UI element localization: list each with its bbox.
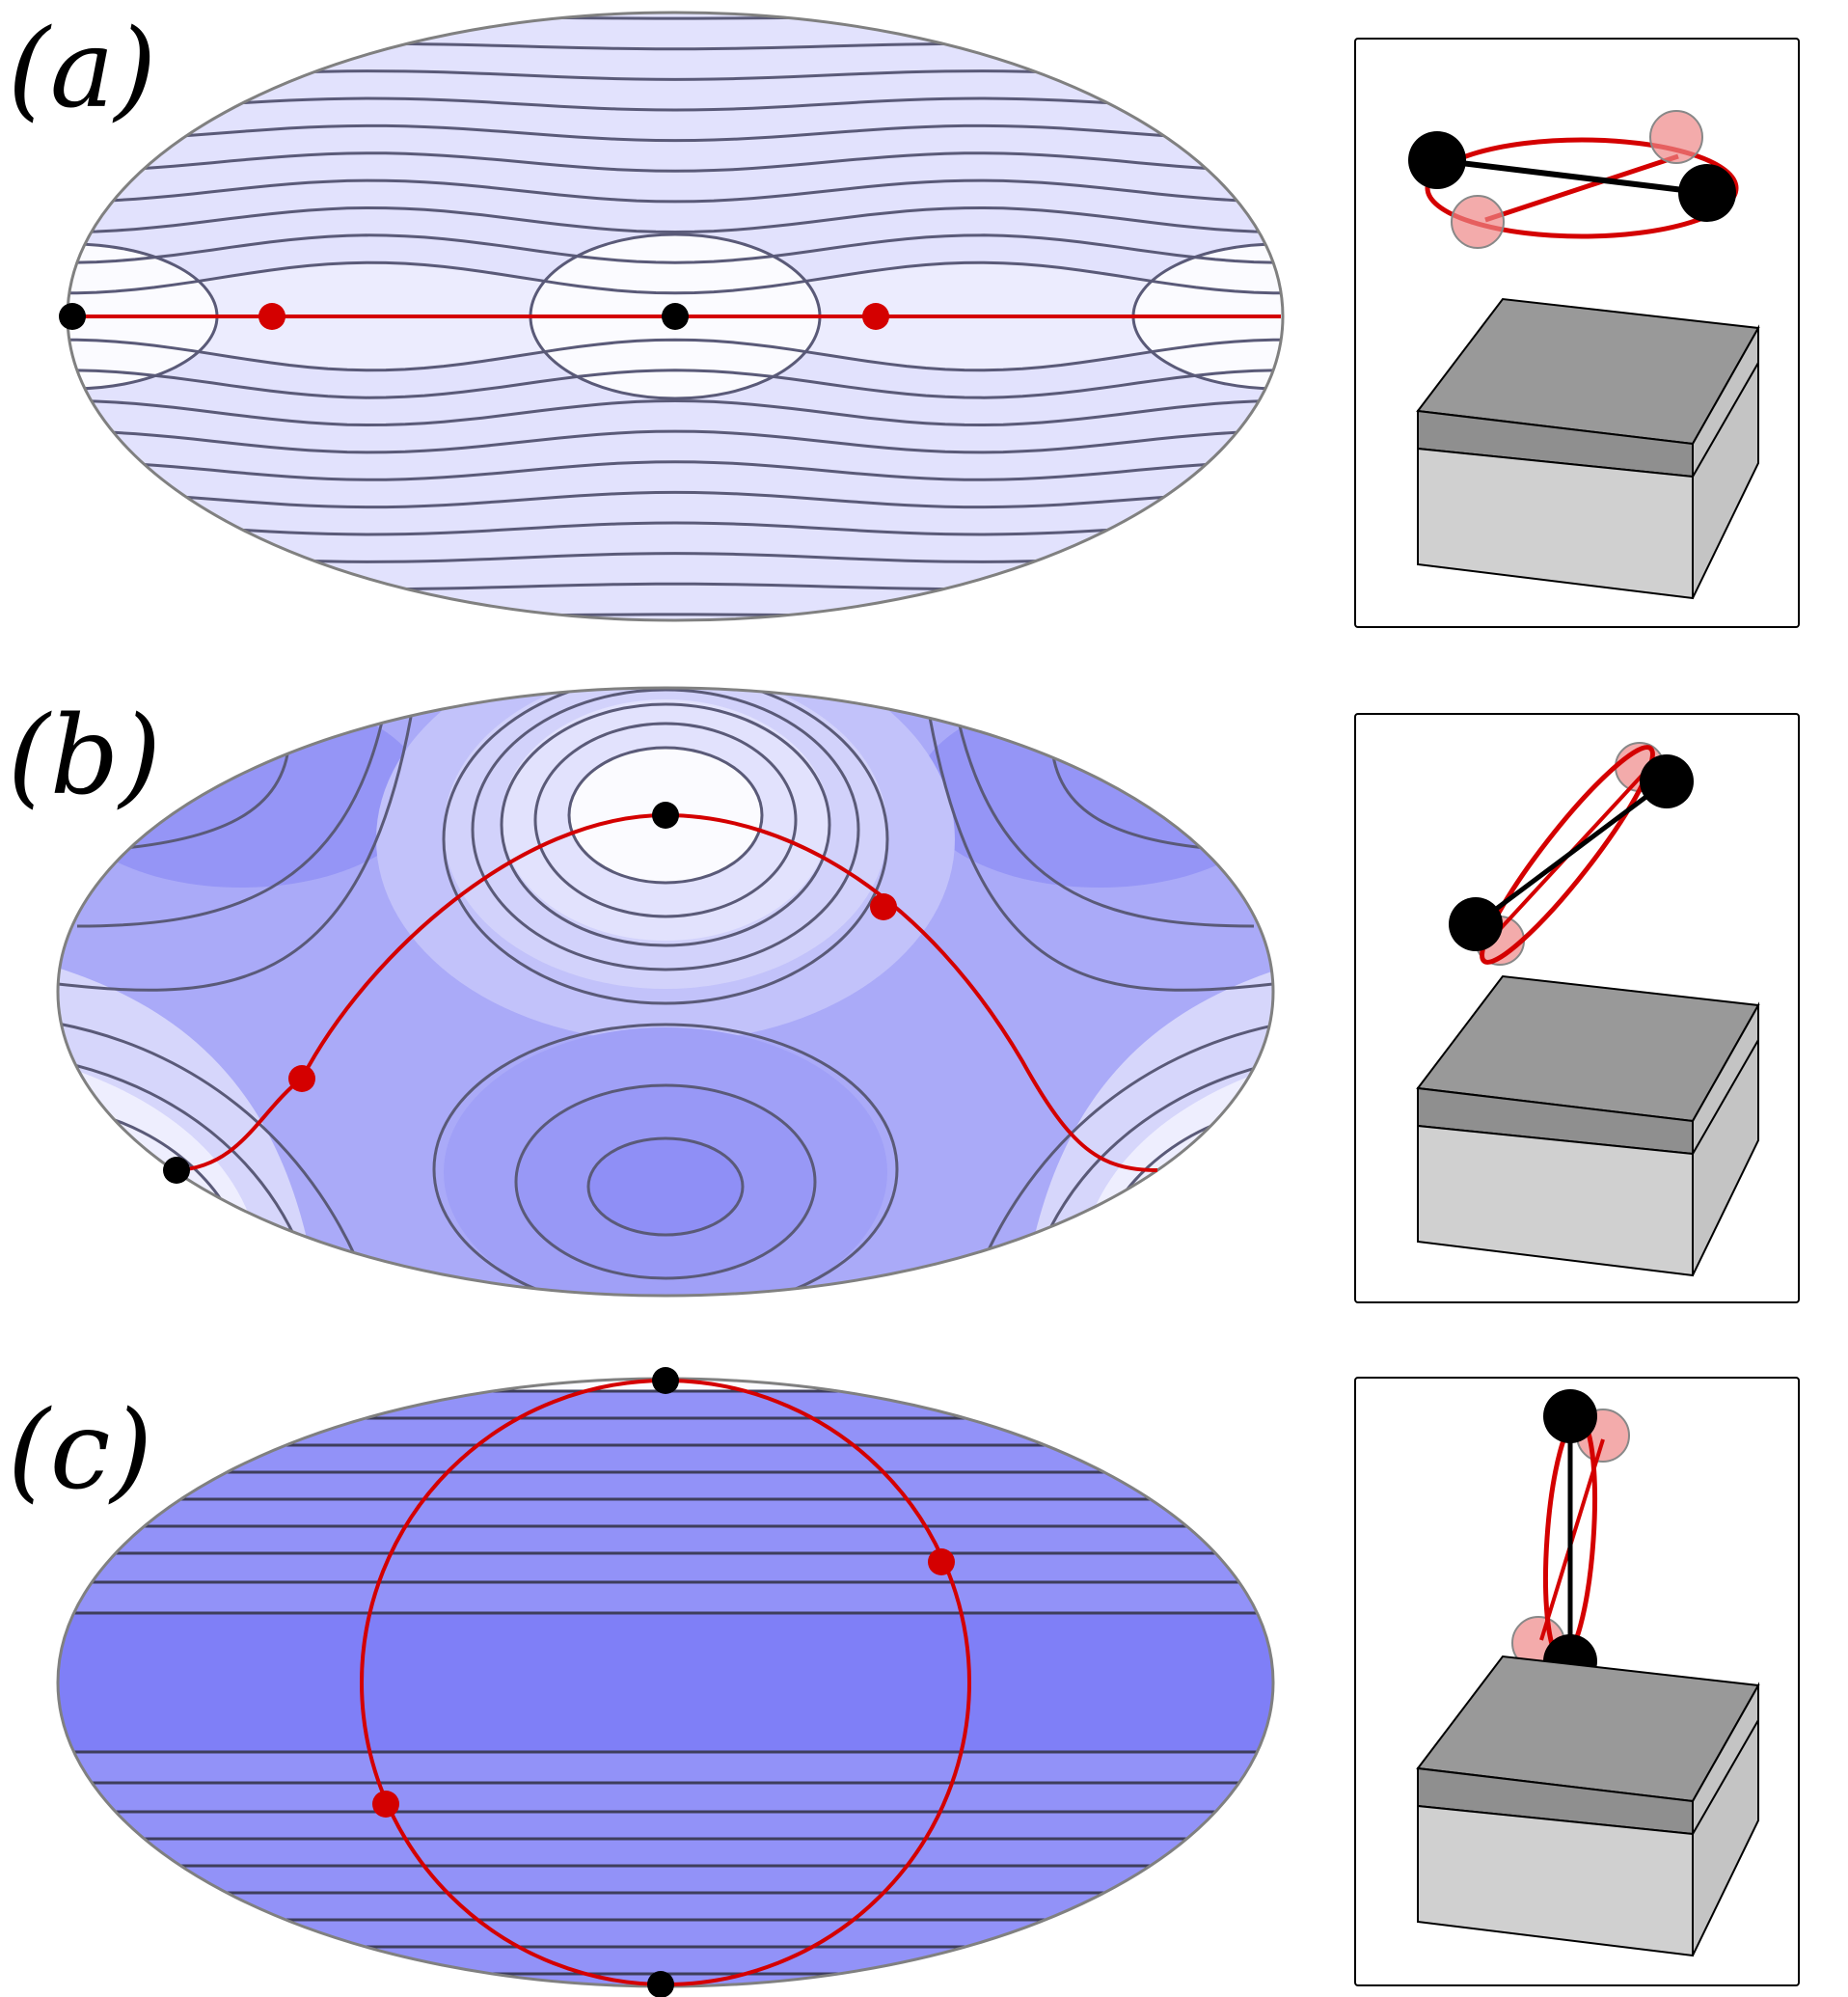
red-point-c-left [372, 1791, 399, 1818]
atom-a-left [1408, 131, 1466, 189]
red-point-a-right [862, 303, 889, 330]
panel-a: (a) [8, 7, 1800, 628]
black-point-a-left [59, 303, 86, 330]
substrate-box-c [1416, 1655, 1760, 1957]
atom-a-right [1678, 164, 1736, 222]
red-point-c-right [928, 1548, 955, 1575]
mollweide-map-b [56, 686, 1275, 1298]
panel-b: (b) [8, 686, 1800, 1303]
panel-label-a: (a) [8, 7, 156, 132]
substrate-box-a [1416, 297, 1760, 600]
panel-c: (c) [8, 1367, 1800, 1997]
atom-c-upper [1543, 1389, 1597, 1443]
mollweide-map-c [56, 1377, 1275, 1988]
substrate-box-b [1416, 974, 1760, 1277]
inset-a [1354, 38, 1800, 628]
panel-label-b: (b) [8, 694, 161, 819]
atom-b-lower [1449, 897, 1503, 951]
molecule-a [1408, 110, 1739, 249]
panel-label-c: (c) [8, 1388, 152, 1514]
molecule-c [1511, 1389, 1630, 1688]
atom-b-upper [1640, 754, 1694, 808]
red-point-b-left [288, 1065, 315, 1092]
black-point-a-center [662, 303, 689, 330]
black-point-b-top [652, 802, 679, 829]
black-point-b-left [163, 1157, 190, 1184]
inset-c [1354, 1377, 1800, 1986]
red-point-a-left [258, 303, 285, 330]
black-point-c-top [652, 1367, 679, 1394]
molecule-b [1449, 742, 1694, 966]
black-point-c-bottom [647, 1971, 674, 1997]
red-point-b-right [870, 893, 897, 920]
inset-b [1354, 713, 1800, 1303]
